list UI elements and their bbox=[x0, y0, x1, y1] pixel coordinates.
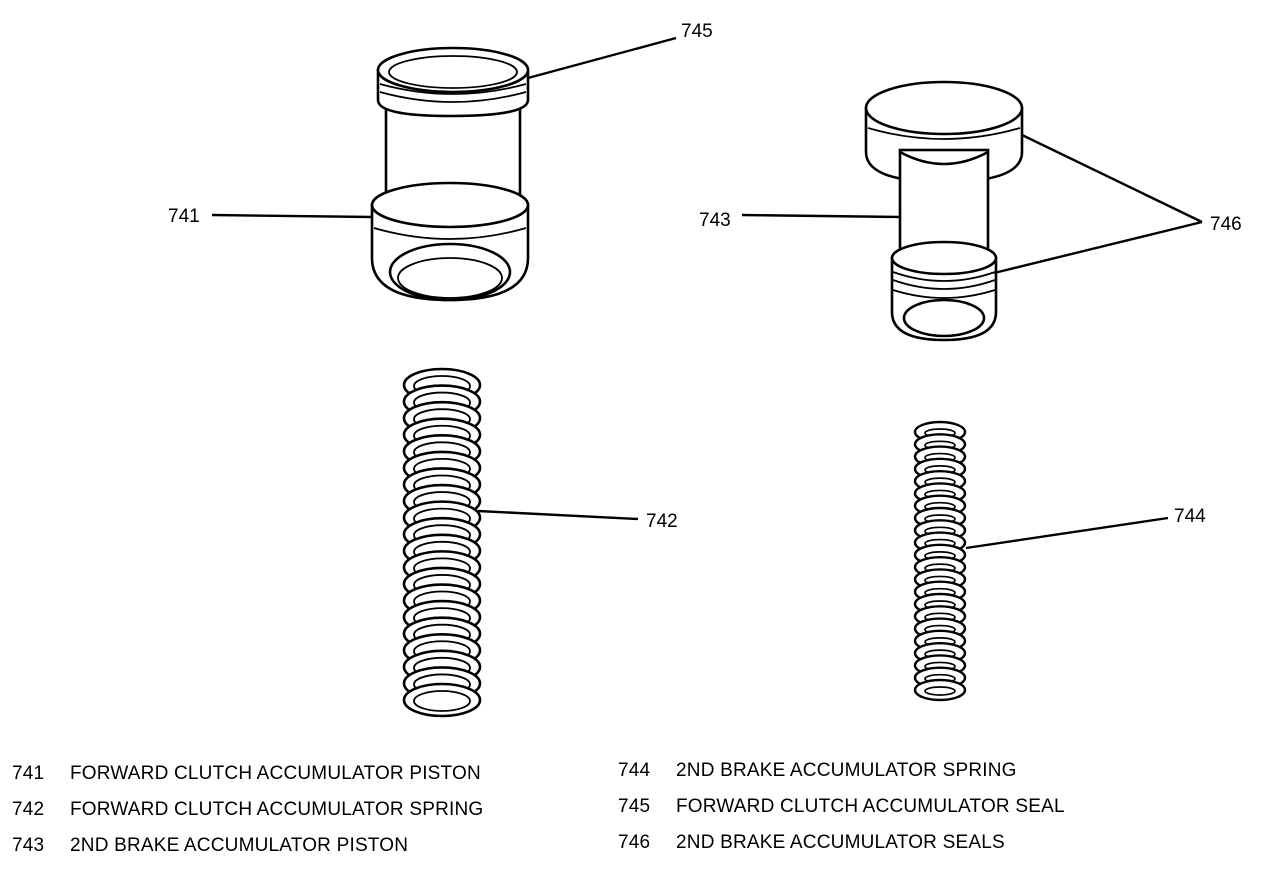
leader-742 bbox=[477, 509, 639, 521]
legend-item: 742 FORWARD CLUTCH ACCUMULATOR SPRING bbox=[12, 792, 483, 828]
leader-746-lower bbox=[993, 220, 1203, 275]
callout-744: 744 bbox=[1174, 506, 1206, 527]
forward-clutch-accumulator-piston bbox=[370, 46, 530, 302]
legend-item: 746 2ND BRAKE ACCUMULATOR SEALS bbox=[618, 825, 1065, 861]
legend-description: 2ND BRAKE ACCUMULATOR SPRING bbox=[676, 760, 1017, 781]
callout-745: 745 bbox=[681, 21, 713, 42]
callout-746: 746 bbox=[1210, 214, 1242, 235]
legend-description: 2ND BRAKE ACCUMULATOR PISTON bbox=[70, 835, 409, 856]
2nd-brake-accumulator-piston bbox=[864, 80, 1024, 342]
2nd-brake-accumulator-spring bbox=[913, 420, 967, 702]
legend-description: 2ND BRAKE ACCUMULATOR SEALS bbox=[676, 832, 1005, 853]
legend-number: 745 bbox=[618, 796, 651, 817]
legend-number: 741 bbox=[12, 763, 45, 784]
legend-number: 744 bbox=[618, 760, 651, 781]
spring-coil-inner bbox=[924, 686, 956, 696]
legend-description: FORWARD CLUTCH ACCUMULATOR SPRING bbox=[70, 799, 484, 820]
spring-coil-inner bbox=[413, 690, 471, 712]
legend-item: 745 FORWARD CLUTCH ACCUMULATOR SEAL bbox=[618, 789, 1065, 825]
leader-741 bbox=[211, 213, 373, 219]
spring-coil bbox=[913, 678, 967, 702]
legend-item: 743 2ND BRAKE ACCUMULATOR PISTON bbox=[12, 828, 483, 864]
legend-description: FORWARD CLUTCH ACCUMULATOR PISTON bbox=[70, 763, 481, 784]
forward-clutch-accumulator-spring bbox=[402, 367, 482, 718]
leader-745 bbox=[527, 36, 677, 80]
leader-743 bbox=[741, 213, 901, 219]
legend-description: FORWARD CLUTCH ACCUMULATOR SEAL bbox=[676, 796, 1065, 817]
legend-number: 743 bbox=[12, 835, 45, 856]
legend-item: 744 2ND BRAKE ACCUMULATOR SPRING bbox=[618, 753, 1065, 789]
leader-746-upper bbox=[1021, 133, 1203, 224]
callout-741: 741 bbox=[168, 206, 200, 227]
callout-743: 743 bbox=[699, 210, 731, 231]
legend-item: 741 FORWARD CLUTCH ACCUMULATOR PISTON bbox=[12, 756, 483, 792]
leader-744 bbox=[965, 516, 1169, 550]
legend-number: 742 bbox=[12, 799, 45, 820]
callout-742: 742 bbox=[646, 511, 678, 532]
legend-right: 744 2ND BRAKE ACCUMULATOR SPRING 745 FOR… bbox=[618, 753, 1065, 861]
legend-number: 746 bbox=[618, 832, 651, 853]
legend-left: 741 FORWARD CLUTCH ACCUMULATOR PISTON 74… bbox=[12, 756, 483, 864]
